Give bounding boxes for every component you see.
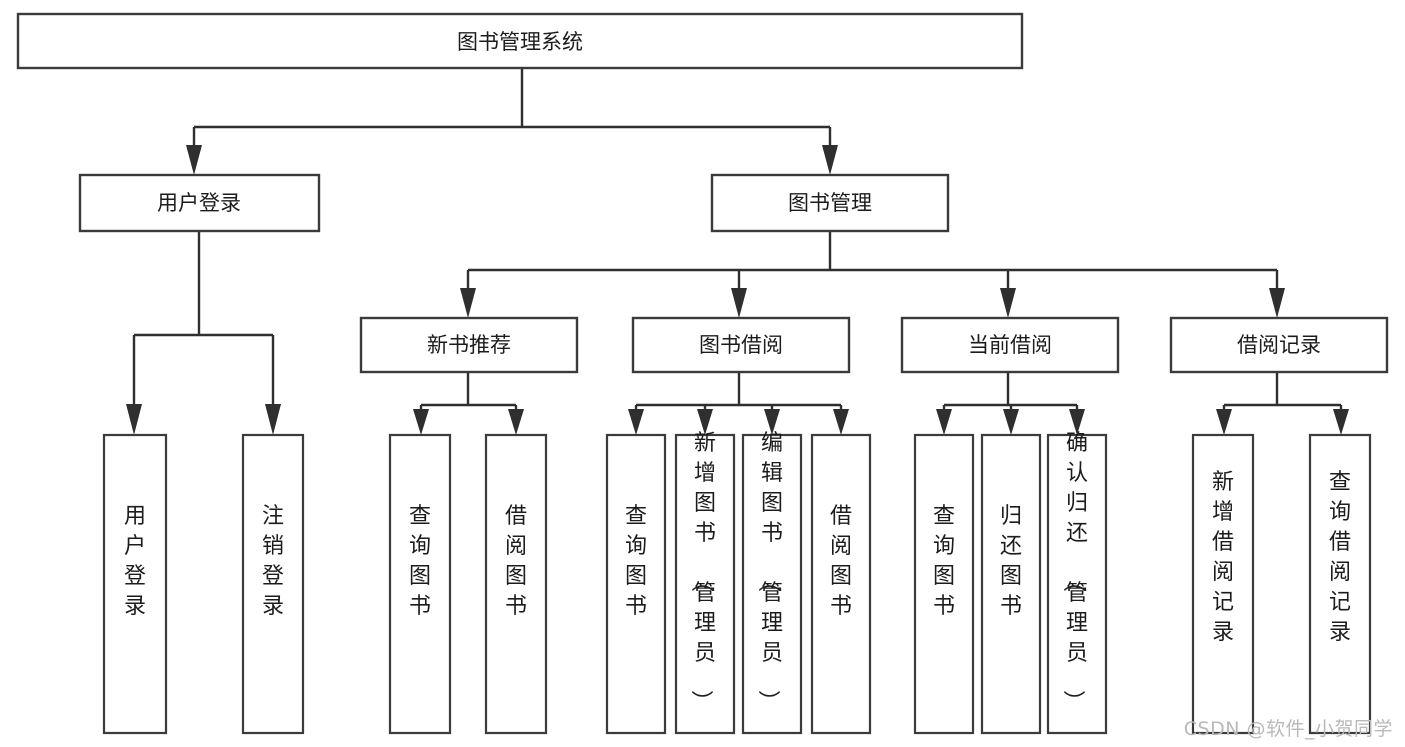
leaf-book-borrow-edit-box[interactable]	[741, 433, 803, 735]
leaf-current-borrow-query-label: 查询图书	[933, 504, 955, 619]
leaf-book-borrow-query-box[interactable]	[605, 433, 667, 735]
leaf-user-login-login-box[interactable]	[102, 433, 168, 735]
node-user-login-box[interactable]	[78, 173, 321, 233]
leaf-current-borrow-return-box[interactable]	[980, 433, 1042, 735]
leaf-current-borrow-return[interactable]: 归还图书	[980, 433, 1042, 735]
leaf-new-book-borrow-label: 借阅图书	[505, 504, 527, 619]
leaf-borrow-record-add[interactable]: 新增借阅记录	[1191, 433, 1255, 735]
arrow-head-userlogin	[186, 145, 202, 175]
node-book-management-label: 图书管理	[788, 191, 872, 215]
node-borrow-record[interactable]: 借阅记录	[1169, 316, 1389, 374]
node-book-borrow-box[interactable]	[631, 316, 851, 374]
arrow-head-bookborrow-leaf-2	[697, 409, 713, 435]
leaf-new-book-borrow[interactable]: 借阅图书	[484, 433, 548, 735]
leaf-user-login-logout-box[interactable]	[241, 433, 305, 735]
leaf-user-login-logout-label: 注销登录	[262, 504, 284, 619]
leaf-current-borrow-confirm-label: 确认归还（管理员）	[1060, 431, 1088, 712]
leaf-borrow-record-add-box[interactable]	[1191, 433, 1255, 735]
leaf-borrow-record-query[interactable]: 查询借阅记录	[1308, 433, 1372, 735]
arrow-head-newbook-leaf-2	[508, 409, 524, 435]
leaf-borrow-record-add-label: 新增借阅记录	[1212, 470, 1234, 645]
leaf-new-book-query-label: 查询图书	[409, 504, 431, 619]
arrow-head-currentborrow-leaf-3	[1069, 409, 1085, 435]
node-root-label: 图书管理系统	[457, 30, 583, 54]
arrow-head-newbook-leaf-1	[413, 409, 429, 435]
leaf-book-borrow-query[interactable]: 查询图书	[605, 433, 667, 735]
node-new-book-recommend-box[interactable]	[359, 316, 579, 374]
leaf-book-borrow-add-box[interactable]	[674, 433, 736, 735]
arrow-head-currentborrow-leaf-2	[1003, 409, 1019, 435]
node-book-borrow-label: 图书借阅	[699, 333, 783, 357]
leaf-current-borrow-query[interactable]: 查询图书	[913, 433, 975, 735]
leaf-book-borrow-borrow-box[interactable]	[810, 433, 872, 735]
arrow-head-bookborrow	[731, 288, 747, 318]
leaf-user-login-login-label: 用户登录	[124, 504, 146, 619]
arrow-head-borrowrecord-leaf-2	[1333, 409, 1349, 435]
arrow-head-bookborrow-leaf-3	[764, 409, 780, 435]
arrow-head-currentborrow-leaf-1	[936, 409, 952, 435]
node-current-borrow[interactable]: 当前借阅	[900, 316, 1120, 374]
node-current-borrow-label: 当前借阅	[968, 333, 1052, 357]
leaf-current-borrow-confirm[interactable]: 确认归还（管理员）	[1046, 431, 1108, 735]
csdn-watermark: CSDN @软件_小贺同学	[1183, 718, 1393, 740]
leaf-current-borrow-query-box[interactable]	[913, 433, 975, 735]
arrow-head-userlogin-leaf-1	[126, 404, 142, 435]
node-new-book-recommend-label: 新书推荐	[427, 333, 511, 357]
leaf-new-book-query-box[interactable]	[388, 433, 452, 735]
leaf-borrow-record-query-box[interactable]	[1308, 433, 1372, 735]
node-borrow-record-box[interactable]	[1169, 316, 1389, 374]
leaf-current-borrow-return-label: 归还图书	[1000, 504, 1022, 619]
edges-layer	[126, 68, 1349, 435]
arrow-head-bookmgmt	[822, 145, 838, 175]
leaf-user-login-login[interactable]: 用户登录	[102, 433, 168, 735]
leaf-new-book-query[interactable]: 查询图书	[388, 433, 452, 735]
arrow-head-borrowrecord-leaf-1	[1216, 409, 1232, 435]
leaf-book-borrow-add[interactable]: 新增图书（管理员）	[674, 431, 736, 735]
leaf-book-borrow-query-label: 查询图书	[625, 504, 647, 619]
node-book-borrow[interactable]: 图书借阅	[631, 316, 851, 374]
node-new-book-recommend[interactable]: 新书推荐	[359, 316, 579, 374]
arrow-head-currentborrow	[1000, 288, 1016, 318]
leaf-book-borrow-add-label: 新增图书（管理员）	[688, 431, 716, 712]
node-root[interactable]: 图书管理系统	[16, 12, 1024, 70]
leaf-book-borrow-edit-label: 编辑图书（管理员）	[755, 431, 783, 712]
leaf-new-book-borrow-box[interactable]	[484, 433, 548, 735]
arrow-head-bookborrow-leaf-1	[628, 409, 644, 435]
leaf-book-borrow-borrow[interactable]: 借阅图书	[810, 433, 872, 735]
node-book-management-box[interactable]	[710, 173, 950, 233]
arrow-head-newbook	[460, 288, 476, 318]
leaf-borrow-record-query-label: 查询借阅记录	[1329, 470, 1351, 645]
leaf-book-borrow-edit[interactable]: 编辑图书（管理员）	[741, 431, 803, 735]
node-user-login-label: 用户登录	[157, 191, 241, 215]
leaf-user-login-logout[interactable]: 注销登录	[241, 433, 305, 735]
arrow-head-userlogin-leaf-2	[265, 404, 281, 435]
leaf-book-borrow-borrow-label: 借阅图书	[830, 504, 852, 619]
node-book-management[interactable]: 图书管理	[710, 173, 950, 233]
arrow-head-borrowrecord	[1269, 288, 1285, 318]
node-borrow-record-label: 借阅记录	[1237, 333, 1321, 357]
node-current-borrow-box[interactable]	[900, 316, 1120, 374]
node-root-box[interactable]	[16, 12, 1024, 70]
arrow-head-bookborrow-leaf-4	[833, 409, 849, 435]
leaf-current-borrow-confirm-box[interactable]	[1046, 433, 1108, 735]
node-user-login[interactable]: 用户登录	[78, 173, 321, 233]
